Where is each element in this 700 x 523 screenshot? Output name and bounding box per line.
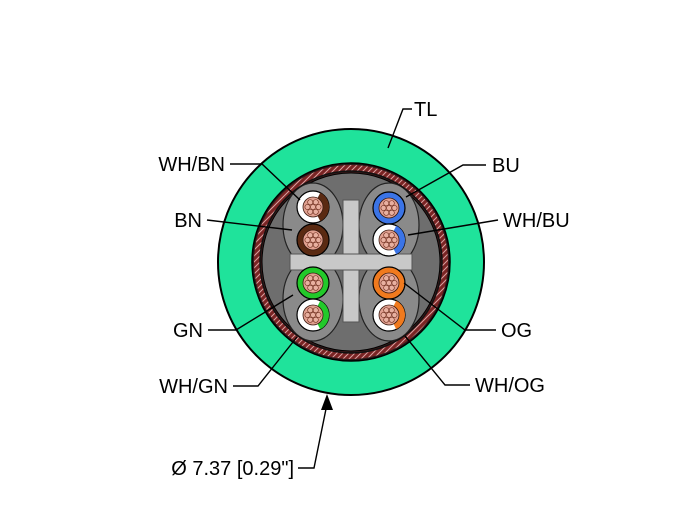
label-diameter: Ø 7.37 [0.29"]: [171, 458, 294, 480]
conductor-gn: [296, 266, 330, 300]
leader-wh-bn: [230, 163, 301, 201]
label-bu: BU: [492, 155, 520, 177]
leader-wh-bu: [407, 219, 499, 236]
conductor-wh-gn: [296, 298, 330, 332]
conductor-bu: [372, 191, 406, 225]
labels: TL WH/BN BN GN WH/GN BU WH/BU OG WH/OG Ø…: [158, 99, 569, 480]
leader-bn: [206, 219, 293, 231]
cross-separator: [289, 199, 413, 323]
label-gn: GN: [173, 320, 203, 342]
leader-og: [403, 282, 496, 331]
leader-gn: [208, 294, 294, 331]
label-bn: BN: [174, 210, 202, 232]
leader-tl: [387, 108, 412, 149]
label-wh-gn: WH/GN: [159, 376, 228, 398]
conductor-wh-bu: [372, 223, 406, 257]
conductor-bn: [296, 223, 330, 257]
leader-lines: [206, 108, 499, 469]
conductor-og: [372, 266, 406, 300]
conductor-wh-og: [372, 298, 406, 332]
conductor-wh-bn: [296, 190, 330, 224]
arrow-icon: [321, 394, 333, 410]
label-tl: TL: [414, 99, 437, 121]
leader-bu: [405, 164, 486, 198]
label-wh-og: WH/OG: [475, 375, 545, 397]
leader-wh-og: [404, 335, 470, 386]
conductors: [296, 190, 406, 332]
leader-wh-gn: [233, 336, 298, 387]
label-og: OG: [501, 320, 532, 342]
label-wh-bu: WH/BU: [503, 210, 570, 232]
label-wh-bn: WH/BN: [158, 154, 225, 176]
leader-diameter: [298, 403, 328, 469]
